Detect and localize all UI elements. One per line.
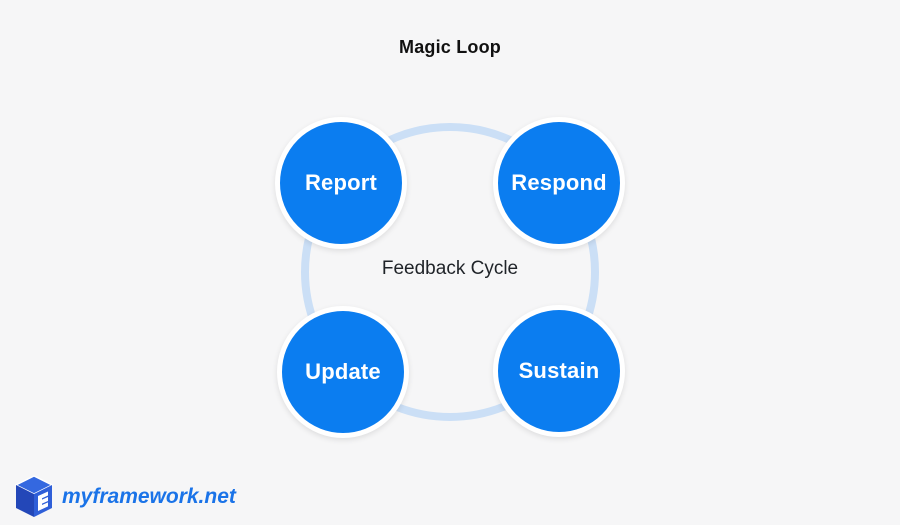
cycle-center-label: Feedback Cycle bbox=[381, 258, 519, 279]
node-report: Report bbox=[275, 117, 407, 249]
cube-logo-icon bbox=[14, 475, 54, 517]
node-report-label: Report bbox=[304, 170, 378, 195]
node-respond: Respond bbox=[493, 117, 625, 249]
brand-footer: myframework.net bbox=[14, 475, 236, 519]
node-sustain-label: Sustain bbox=[518, 358, 600, 383]
brand-name[interactable]: myframework.net bbox=[62, 485, 236, 508]
node-sustain: Sustain bbox=[493, 305, 625, 437]
node-update-label: Update bbox=[305, 359, 381, 384]
node-respond-label: Respond bbox=[511, 170, 607, 195]
cycle-ring bbox=[301, 123, 599, 421]
node-update: Update bbox=[277, 306, 409, 438]
page-title: Magic Loop bbox=[399, 37, 501, 57]
